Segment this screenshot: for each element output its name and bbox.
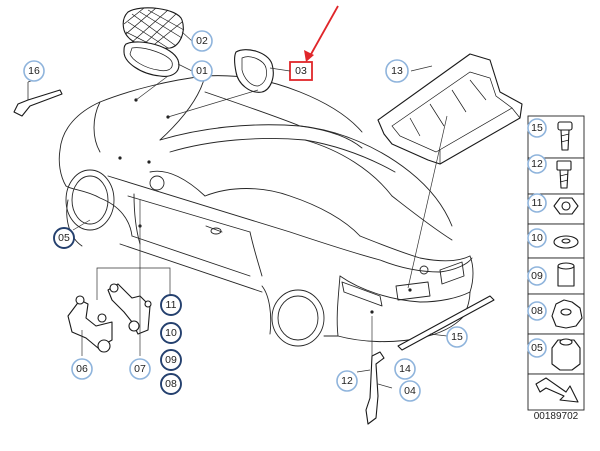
callout-10-label: 10: [165, 327, 177, 339]
callout-05-label: 05: [58, 232, 70, 244]
callout-01[interactable]: 01: [191, 60, 213, 82]
part-03-trim-drawing: [233, 49, 274, 93]
callout-04-label: 04: [404, 385, 416, 397]
callout-14-label: 14: [399, 363, 411, 375]
callout-02[interactable]: 02: [191, 30, 213, 52]
sidebar-label-09: 09: [531, 270, 543, 282]
part-13-tray-drawing: [377, 53, 523, 289]
callout-03-label: 03: [295, 65, 307, 77]
callout-16-label: 16: [28, 65, 40, 77]
callout-13-label: 13: [391, 65, 403, 77]
callout-08-label: 08: [165, 378, 177, 390]
document-number: 00189702: [533, 411, 579, 422]
callout-01-label: 01: [196, 65, 208, 77]
callout-15[interactable]: 15: [446, 326, 468, 348]
sidebar-label-05: 05: [531, 342, 543, 354]
callout-09-label: 09: [165, 354, 177, 366]
part-06-hinge-drawing: [67, 295, 113, 353]
callout-05[interactable]: 05: [53, 227, 75, 249]
callout-02-label: 02: [196, 35, 208, 47]
sidebar-label-08: 08: [531, 305, 543, 317]
sidebar-callout-08[interactable]: 08: [527, 301, 547, 321]
part-16-bracket-drawing: [13, 82, 63, 117]
sidebar-label-12: 12: [531, 158, 543, 170]
callout-13[interactable]: 13: [385, 59, 409, 83]
mount-05-icon: [551, 338, 581, 371]
sidebar-callout-12[interactable]: 12: [527, 154, 547, 174]
direction-arrow-icon: [535, 377, 579, 403]
sidebar-label-10: 10: [531, 232, 543, 244]
parts-sidebar: [527, 115, 585, 411]
callout-10[interactable]: 10: [160, 322, 182, 344]
callout-04[interactable]: 04: [399, 380, 421, 402]
callout-06-label: 06: [76, 363, 88, 375]
sidebar-callout-05[interactable]: 05: [527, 338, 547, 358]
sidebar-callout-09[interactable]: 09: [527, 266, 547, 286]
washer-10-icon: [553, 235, 579, 249]
callout-11[interactable]: 11: [160, 294, 182, 316]
bolt-12-icon: [556, 160, 572, 189]
part-01-frame-drawing: [123, 41, 180, 77]
sidebar-callout-15[interactable]: 15: [527, 118, 547, 138]
callout-11-label: 11: [166, 299, 177, 311]
callout-08[interactable]: 08: [160, 373, 182, 395]
nut-11-icon: [553, 197, 579, 215]
callout-12-label: 12: [341, 375, 353, 387]
callout-12[interactable]: 12: [336, 370, 358, 392]
callout-15-label: 15: [451, 331, 463, 343]
callout-07[interactable]: 07: [129, 358, 151, 380]
sidebar-callout-11[interactable]: 11: [527, 193, 547, 213]
screw-15-icon: [557, 121, 573, 151]
callout-07-label: 07: [134, 363, 146, 375]
sidebar-callout-10[interactable]: 10: [527, 228, 547, 248]
callout-14[interactable]: 14: [394, 358, 416, 380]
part-14-strip-drawing: [397, 295, 495, 351]
part-07-hinge-drawing: [107, 283, 152, 335]
part-04-bracket-drawing: [365, 316, 385, 425]
sleeve-09-icon: [557, 262, 575, 287]
sidebar-label-15: 15: [531, 122, 543, 134]
callout-09[interactable]: 09: [160, 349, 182, 371]
sidebar-label-11: 11: [532, 197, 543, 209]
callout-03[interactable]: 03: [295, 65, 307, 77]
part-02-grille-drawing: [122, 7, 185, 49]
grommet-08-icon: [551, 299, 583, 329]
callout-06[interactable]: 06: [71, 358, 93, 380]
callout-16[interactable]: 16: [23, 60, 45, 82]
